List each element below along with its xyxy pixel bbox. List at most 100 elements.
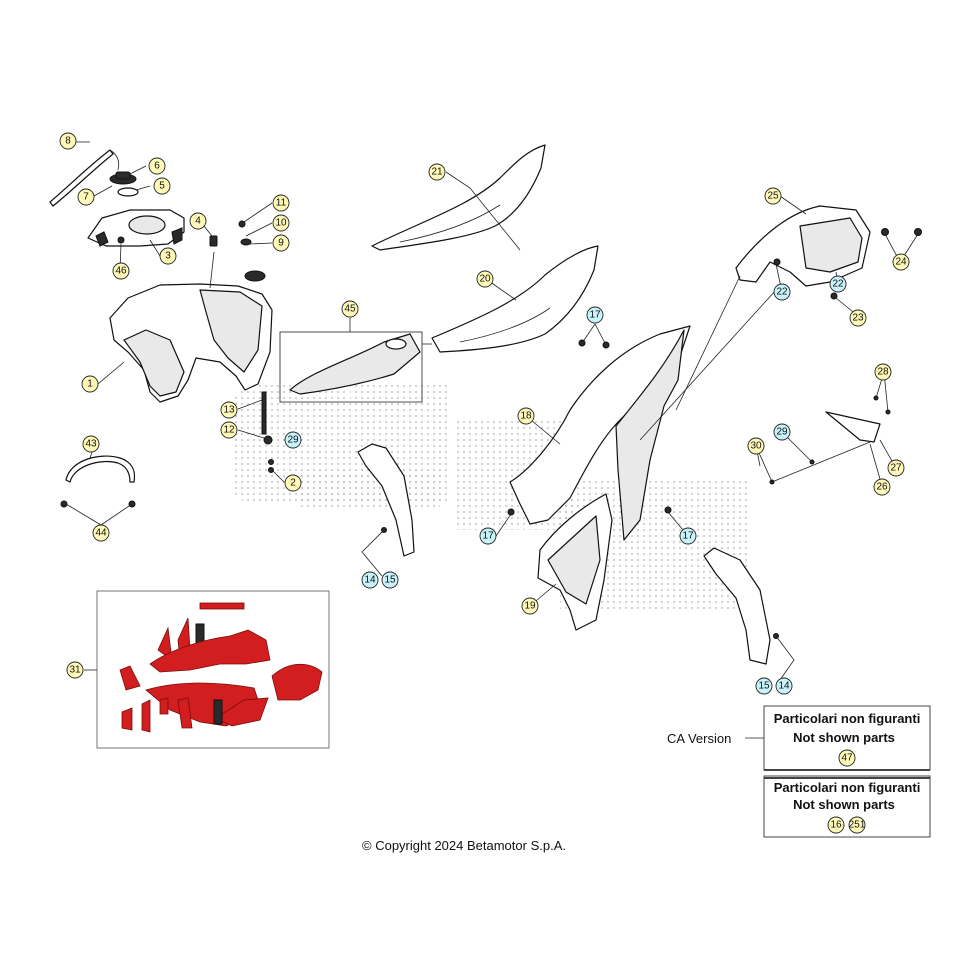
callout-47[interactable]: 47	[838, 749, 856, 767]
callout-5[interactable]: 5	[153, 177, 171, 195]
copyright-text: © Copyright 2024 Betamotor S.p.A.	[362, 838, 566, 853]
callout-22b[interactable]: 22	[829, 275, 847, 293]
callout-2[interactable]: 2	[284, 474, 302, 492]
svg-text:47: 47	[841, 753, 853, 764]
callout-17c[interactable]: 17	[679, 527, 697, 545]
svg-text:10: 10	[275, 218, 287, 229]
callout-13[interactable]: 13	[220, 401, 238, 419]
callout-20[interactable]: 20	[476, 270, 494, 288]
ca-line2: Not shown parts	[793, 730, 895, 745]
callout-27[interactable]: 27	[887, 459, 905, 477]
svg-text:22: 22	[832, 279, 844, 290]
callout-15b[interactable]: 15	[755, 677, 773, 695]
svg-text:24: 24	[895, 257, 907, 268]
fuel-breather-hose[interactable]	[49, 149, 120, 207]
callout-12[interactable]: 12	[220, 421, 238, 439]
ns-line2: Not shown parts	[793, 797, 895, 812]
callout-30[interactable]: 30	[747, 437, 765, 455]
ca-version-box: CA Version Particolari non figuranti Not…	[667, 705, 931, 771]
tank-fasteners[interactable]	[117, 220, 274, 473]
callout-23[interactable]: 23	[849, 309, 867, 327]
svg-text:8: 8	[65, 136, 71, 147]
svg-text:5: 5	[159, 181, 165, 192]
callout-45[interactable]: 45	[341, 300, 359, 318]
svg-text:20: 20	[479, 274, 491, 285]
callout-21[interactable]: 21	[428, 163, 446, 181]
svg-text:7: 7	[83, 192, 89, 203]
callout-31[interactable]: 31	[66, 661, 84, 679]
svg-text:29: 29	[287, 435, 299, 446]
callout-16[interactable]: 16	[827, 816, 845, 834]
callout-11[interactable]: 11	[272, 194, 290, 212]
callout-17b[interactable]: 17	[479, 527, 497, 545]
callout-9[interactable]: 9	[272, 234, 290, 252]
radiator-shroud[interactable]	[507, 493, 672, 631]
svg-text:26: 26	[876, 482, 888, 493]
callout-24[interactable]: 24	[892, 253, 910, 271]
callout-251[interactable]: 251	[848, 816, 866, 834]
svg-text:2: 2	[290, 478, 296, 489]
callout-43[interactable]: 43	[82, 435, 100, 453]
svg-text:14: 14	[364, 575, 376, 586]
callout-3[interactable]: 3	[159, 247, 177, 265]
callout-4[interactable]: 4	[189, 212, 207, 230]
svg-text:17: 17	[682, 531, 694, 542]
svg-text:17: 17	[482, 531, 494, 542]
svg-text:28: 28	[877, 367, 889, 378]
svg-text:17: 17	[589, 310, 601, 321]
callout-29b[interactable]: 29	[773, 423, 791, 441]
svg-text:16: 16	[830, 820, 842, 831]
watermark	[232, 385, 750, 610]
svg-text:31: 31	[69, 665, 81, 676]
callout-7[interactable]: 7	[77, 188, 95, 206]
ns-line1: Particolari non figuranti	[774, 780, 921, 795]
callout-29[interactable]: 29	[284, 431, 302, 449]
callout-14b[interactable]: 14	[775, 677, 793, 695]
callout-6[interactable]: 6	[148, 157, 166, 175]
callout-44[interactable]: 44	[92, 524, 110, 542]
callout-15a[interactable]: 15	[381, 571, 399, 589]
callout-25[interactable]: 25	[764, 187, 782, 205]
callout-18[interactable]: 18	[517, 407, 535, 425]
leader-lines	[65, 141, 919, 671]
svg-text:15: 15	[758, 681, 770, 692]
fuel-hose[interactable]	[60, 455, 136, 508]
ca-line1: Particolari non figuranti	[774, 711, 921, 726]
callout-28[interactable]: 28	[874, 363, 892, 381]
decal-kit[interactable]	[96, 590, 330, 749]
svg-text:45: 45	[344, 304, 356, 315]
svg-text:46: 46	[115, 266, 127, 277]
skid-plate[interactable]	[279, 331, 423, 403]
not-shown-box: Particolari non figuranti Not shown part…	[763, 775, 931, 838]
fork-guard-right[interactable]	[703, 547, 795, 681]
svg-text:3: 3	[165, 251, 171, 262]
ca-version-label: CA Version	[667, 731, 731, 746]
svg-text:251: 251	[849, 820, 866, 831]
callout-8[interactable]: 8	[59, 132, 77, 150]
svg-text:6: 6	[154, 161, 160, 172]
side-panel-right[interactable]	[509, 325, 691, 541]
fork-guard-left[interactable]	[357, 443, 415, 577]
license-plate-holder[interactable]	[769, 395, 891, 485]
callout-1[interactable]: 1	[81, 375, 99, 393]
svg-text:43: 43	[85, 439, 97, 450]
seat-upper[interactable]	[371, 144, 546, 251]
callout-17a[interactable]: 17	[586, 306, 604, 324]
callout-14a[interactable]: 14	[361, 571, 379, 589]
svg-text:25: 25	[767, 191, 779, 202]
fuel-tank[interactable]	[109, 251, 273, 403]
callout-22a[interactable]: 22	[773, 283, 791, 301]
svg-text:44: 44	[95, 528, 107, 539]
svg-text:19: 19	[524, 601, 536, 612]
svg-text:4: 4	[195, 216, 201, 227]
svg-text:18: 18	[520, 411, 532, 422]
callout-19[interactable]: 19	[521, 597, 539, 615]
callout-26[interactable]: 26	[873, 478, 891, 496]
tank-top-cover[interactable]	[87, 209, 185, 247]
callout-10[interactable]: 10	[272, 214, 290, 232]
svg-text:30: 30	[750, 441, 762, 452]
rear-fender-bracket[interactable]	[735, 205, 922, 300]
fuel-cap[interactable]	[109, 171, 139, 197]
callout-46[interactable]: 46	[112, 262, 130, 280]
